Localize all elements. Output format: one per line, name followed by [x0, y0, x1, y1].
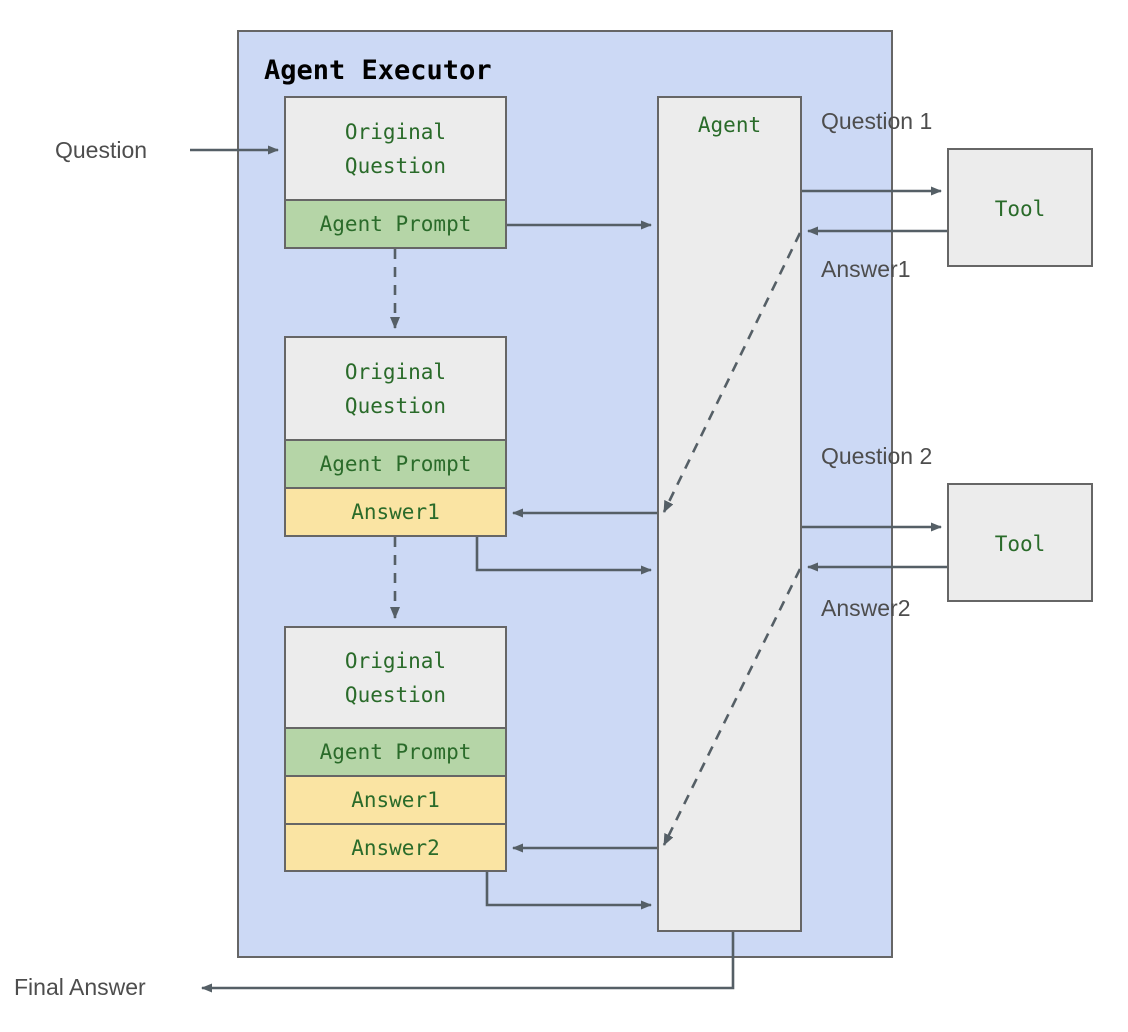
step-2-answer-1: Answer1 [286, 487, 505, 535]
tool-1-response-label: Answer1 [821, 256, 911, 282]
step-3-original-question-line-1: Original [344, 648, 447, 673]
tool-2-response-label: Answer2 [821, 595, 911, 621]
step-3-agent-prompt-label: Agent Prompt [319, 740, 472, 764]
tool-1-label: Tool [994, 197, 1046, 221]
step-1-original-question-line-2: Question [344, 153, 447, 178]
step-2-answer-1-label: Answer1 [351, 500, 440, 524]
step-1-agent-prompt-label: Agent Prompt [319, 212, 472, 236]
step-3-original-question: Original Question [286, 628, 505, 727]
agent-label: Agent [697, 113, 762, 137]
step-1-original-question-line-1: Original [344, 119, 447, 144]
step-2-original-question: Original Question [286, 338, 505, 439]
step-2-agent-prompt-label: Agent Prompt [319, 452, 472, 476]
step-3-block: Original Question Agent Prompt Answer1 A… [284, 626, 507, 872]
step-2-original-question-line-2: Question [344, 393, 447, 418]
step-3-original-question-line-2: Question [344, 682, 447, 707]
step-1-agent-prompt: Agent Prompt [286, 199, 505, 247]
tool-1-request-label: Question 1 [821, 108, 933, 134]
step-3-answer-1-label: Answer1 [351, 788, 440, 812]
final-answer-label: Final Answer [14, 974, 146, 1000]
step-3-answer-1: Answer1 [286, 775, 505, 823]
step-2-block: Original Question Agent Prompt Answer1 [284, 336, 507, 537]
step-3-agent-prompt: Agent Prompt [286, 727, 505, 775]
step-1-block: Original Question Agent Prompt [284, 96, 507, 249]
step-3-answer-2: Answer2 [286, 823, 505, 870]
step-2-agent-prompt: Agent Prompt [286, 439, 505, 487]
input-question-label: Question [55, 137, 148, 163]
tool-1-box: Tool [947, 148, 1093, 267]
step-1-original-question: Original Question [286, 98, 505, 199]
tool-2-request-label: Question 2 [821, 443, 933, 469]
tool-2-label: Tool [994, 532, 1046, 556]
step-3-answer-2-label: Answer2 [351, 835, 440, 860]
page-title: Agent Executor [264, 55, 492, 86]
tool-2-box: Tool [947, 483, 1093, 602]
step-2-original-question-line-1: Original [344, 359, 447, 384]
agent-column: Agent [657, 96, 802, 932]
